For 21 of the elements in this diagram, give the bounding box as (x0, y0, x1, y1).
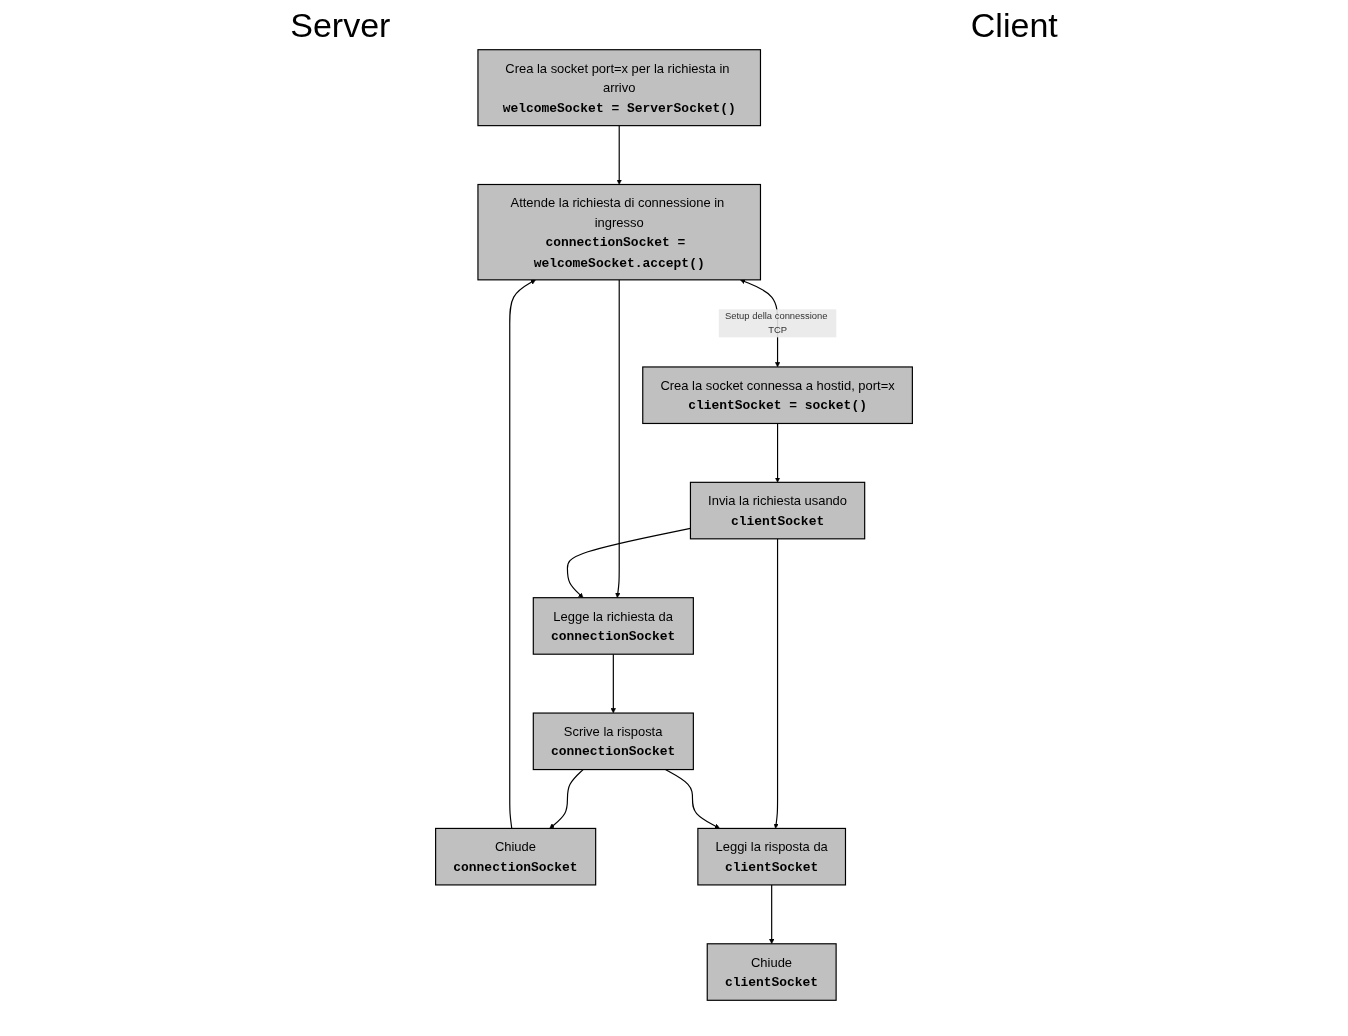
node-box: Crea la socket port=x per la richiesta in arrivo welcomeSocket = ServerSocket() (477, 49, 762, 127)
arrow (509, 279, 536, 829)
node-box: Scrive la risposta connectionSocket (532, 712, 694, 771)
node-box: Chiude clientSocket (706, 943, 837, 1001)
node-box: Legge la richiesta da connectionSocket (532, 597, 694, 655)
arrow (664, 768, 720, 829)
arrow (615, 279, 621, 598)
arrow (774, 422, 781, 483)
node-box: Invia la richiesta usando clientSocket (689, 481, 866, 540)
arrow (773, 538, 779, 829)
edge-label: Setup della connessione TCP (724, 311, 828, 336)
column-heading: Client (970, 6, 1058, 45)
column-heading: Server (290, 6, 391, 45)
arrow (616, 125, 622, 185)
node-box: Chiude connectionSocket (435, 827, 597, 886)
arrow (610, 653, 616, 714)
arrow (769, 884, 775, 944)
arrow (549, 768, 584, 829)
node-box: Attende la richiesta di connessione in ingresso connectionSocket = welcomeSocket.accept() (477, 183, 762, 281)
node-box: Leggi la risposta da clientSocket (697, 827, 847, 886)
node-box: Crea la socket connessa a hostid, port=x clientSocket = socket() (642, 366, 913, 425)
